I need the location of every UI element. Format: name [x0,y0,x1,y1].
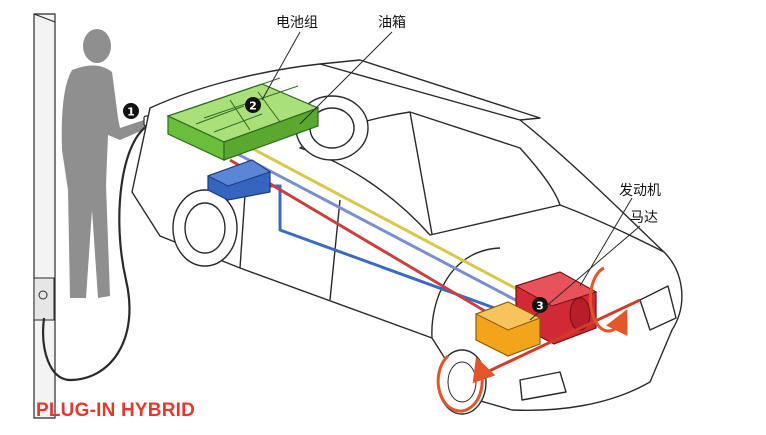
motor [474,301,542,357]
leader-lines [261,31,641,321]
rotation-arrow-icon [588,266,628,337]
fuel-tank-label: 油箱 [378,15,406,31]
marker-1: 1 [123,103,139,119]
marker-3: 3 [532,297,548,313]
charging-station-icon [33,13,56,419]
motor-label: 马达 [630,210,658,226]
marker-1-label: 1 [127,106,135,119]
marker-2: 2 [245,97,261,113]
rotation-arrow-icon [436,354,496,413]
charging-cable [42,123,151,382]
diagram-title: PLUG-IN HYBRID [36,400,196,421]
person-silhouette-icon [61,29,152,298]
marker-3-label: 3 [536,300,544,313]
engine-label: 发动机 [619,183,661,199]
fuel-tank [206,159,272,201]
marker-2-label: 2 [249,100,257,113]
power-lines [229,140,531,322]
battery-pack-label: 电池组 [276,15,318,31]
